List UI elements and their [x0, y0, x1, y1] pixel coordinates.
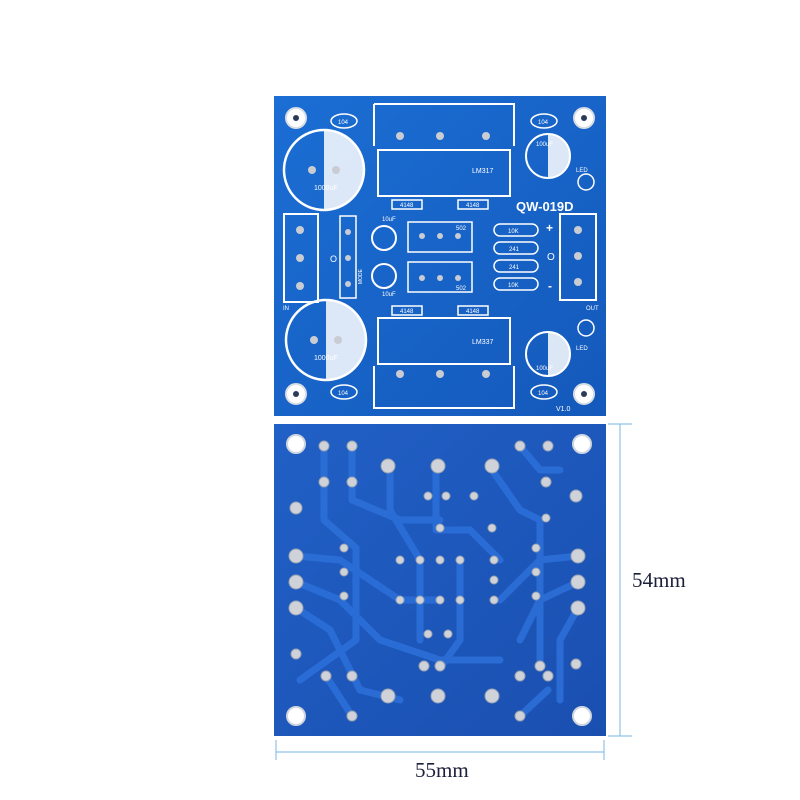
ceramic-cap-label-4: 104: [538, 391, 549, 397]
bottom-mounting-holes: [286, 434, 592, 726]
output-polarity-plus: +: [546, 221, 553, 235]
ceramic-caps: [330, 113, 558, 400]
diode-label-1: 4148: [400, 203, 414, 209]
trim-pots: [407, 221, 473, 293]
output-polarity-mid: O: [547, 252, 555, 263]
ceramic-cap-label-1: 104: [338, 120, 349, 126]
width-dimension-label: 55mm: [415, 758, 469, 782]
output-cap-label-2: 100uF: [536, 366, 553, 372]
pot-label-1: 502: [456, 226, 467, 232]
resistor-label-2: 241: [509, 247, 520, 253]
resistor-label-1: 10K: [508, 229, 519, 235]
mode-label: MODE: [358, 268, 364, 284]
large-cap-label-2: 1000uF: [314, 355, 338, 362]
led-footprints: [577, 173, 595, 337]
resistor-footprints: [493, 223, 539, 291]
resistor-label-4: 10K: [508, 283, 519, 289]
top-board: LM317 LM337 1000uF 1000uF 104 104 104 10…: [274, 96, 606, 416]
solder-pads: [288, 440, 586, 722]
diode-label-3: 4148: [400, 309, 414, 315]
ceramic-cap-label-3: 104: [338, 391, 349, 397]
pot-label-2: 502: [456, 286, 467, 292]
adjust-cap-label-2: 10uF: [382, 292, 396, 298]
output-label: OUT: [586, 306, 599, 312]
adjust-capacitors: [371, 225, 397, 289]
regulator-label-1: LM317: [472, 168, 494, 175]
mode-strip: [339, 215, 357, 299]
input-polarity-mid: O: [330, 254, 337, 264]
led-label-2: LED: [576, 346, 588, 352]
diode-label-4: 4148: [466, 309, 480, 315]
led-label-1: LED: [576, 168, 588, 174]
height-dimension-label: 54mm: [632, 568, 686, 592]
ceramic-cap-label-2: 104: [538, 120, 549, 126]
dimension-lines: [275, 423, 632, 760]
adjust-cap-label-1: 10uF: [382, 217, 396, 223]
diode-footprints: [391, 199, 489, 316]
input-label: IN: [283, 306, 289, 312]
output-polarity-minus: -: [548, 279, 552, 293]
bottom-board: [274, 424, 606, 736]
heatsink-outlines: [373, 103, 515, 409]
board-model-label: QW-019D: [516, 199, 574, 214]
diode-label-2: 4148: [466, 203, 480, 209]
input-terminal: [283, 213, 319, 303]
board-version-label: V1.0: [556, 406, 571, 413]
output-cap-label-1: 100uF: [536, 142, 553, 148]
output-terminal: [559, 213, 597, 301]
large-cap-label-1: 1000uF: [314, 185, 338, 192]
resistor-label-3: 241: [509, 265, 520, 271]
regulator-pads: [396, 132, 490, 378]
top-mounting-holes: [285, 107, 595, 405]
regulator-label-2: LM337: [472, 339, 494, 346]
